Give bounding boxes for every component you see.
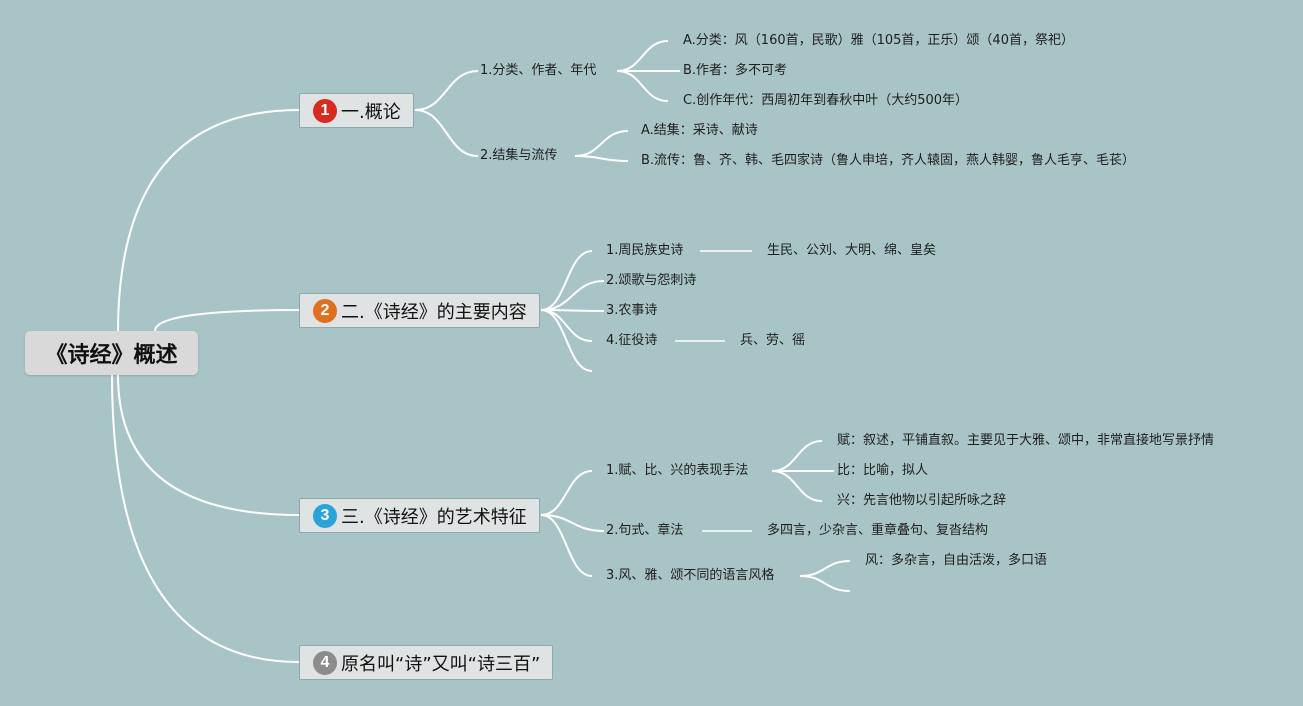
root-topic[interactable]: 《诗经》概述 bbox=[25, 331, 198, 375]
leaf-epic-poems[interactable]: 生民、公刘、大明、绵、皇矣 bbox=[767, 243, 937, 258]
connector-line bbox=[414, 70, 479, 111]
connector-line bbox=[616, 40, 669, 72]
branch-label: 三.《诗经》的艺术特征 bbox=[341, 506, 527, 528]
connector-line bbox=[414, 109, 479, 157]
subtopic-fu-bi-xing[interactable]: 1.赋、比、兴的表现手法 bbox=[606, 463, 749, 478]
connector-line bbox=[771, 470, 823, 502]
leaf-transmission[interactable]: B.流传：鲁、齐、韩、毛四家诗（鲁人申培，齐人辕固，燕人韩婴，鲁人毛亨、毛苌） bbox=[641, 153, 1136, 168]
leaf-compilation[interactable]: A.结集：采诗、献诗 bbox=[641, 123, 758, 138]
leaf-xing[interactable]: 兴：先言他物以引起所咏之辞 bbox=[837, 493, 1007, 508]
subtopic-farming-poems[interactable]: 3.农事诗 bbox=[606, 303, 658, 318]
connector-line bbox=[540, 514, 605, 532]
leaf-author[interactable]: B.作者：多不可考 bbox=[683, 63, 788, 78]
number-1-icon: 1 bbox=[313, 98, 337, 123]
branch-label: 一.概论 bbox=[341, 101, 401, 123]
leaf-feng-style[interactable]: 风：多杂言，自由活泼，多口语 bbox=[865, 553, 1048, 568]
leaf-creation-era[interactable]: C.创作年代：西周初年到春秋中叶（大约500年） bbox=[683, 93, 969, 108]
branch-3-artistic-features[interactable]: 3 三.《诗经》的艺术特征 bbox=[299, 498, 540, 533]
branch-2-main-content[interactable]: 2 二.《诗经》的主要内容 bbox=[299, 293, 540, 328]
subtopic-sentence-structure[interactable]: 2.句式、章法 bbox=[606, 523, 684, 538]
trunk-to-branch-1 bbox=[117, 109, 300, 334]
branch-4-original-name[interactable]: 4 原名叫“诗”又叫“诗三百” bbox=[299, 645, 554, 680]
subtopic-compilation-transmission[interactable]: 2.结集与流传 bbox=[480, 148, 558, 163]
subtopic-hymns-satire[interactable]: 2.颂歌与怨刺诗 bbox=[606, 273, 697, 288]
branch-1-overview[interactable]: 1 一.概论 bbox=[299, 93, 414, 128]
leaf-service-types[interactable]: 兵、劳、徭 bbox=[740, 333, 806, 348]
trunk-to-branch-4 bbox=[111, 374, 300, 663]
number-2-icon: 2 bbox=[313, 298, 337, 323]
leaf-bi[interactable]: 比：比喻，拟人 bbox=[837, 463, 929, 478]
connector-line bbox=[540, 470, 593, 516]
connector-line bbox=[540, 309, 593, 342]
number-3-icon: 3 bbox=[313, 503, 337, 528]
connector-line bbox=[540, 514, 593, 577]
connector-line bbox=[799, 575, 851, 592]
subtopic-language-styles[interactable]: 3.风、雅、颂不同的语言风格 bbox=[606, 568, 775, 583]
branch-label: 二.《诗经》的主要内容 bbox=[341, 301, 527, 323]
connector-line bbox=[540, 250, 593, 311]
connector-line bbox=[574, 155, 629, 162]
trunk-to-branch-3 bbox=[117, 374, 300, 516]
trunk-to-branch-2 bbox=[154, 309, 300, 332]
subtopic-classification-author-era[interactable]: 1.分类、作者、年代 bbox=[480, 63, 597, 78]
branch-label: 原名叫“诗”又叫“诗三百” bbox=[341, 653, 541, 675]
connector-line bbox=[540, 309, 593, 372]
number-4-icon: 4 bbox=[313, 650, 337, 675]
subtopic-zhou-epic[interactable]: 1.周民族史诗 bbox=[606, 243, 684, 258]
connector-line bbox=[616, 70, 669, 102]
connector-line bbox=[799, 560, 851, 577]
subtopic-service-poems[interactable]: 4.征役诗 bbox=[606, 333, 658, 348]
leaf-fu[interactable]: 赋：叙述，平铺直叙。主要见于大雅、颂中，非常直接地写景抒情 bbox=[837, 433, 1215, 448]
leaf-classification[interactable]: A.分类：风（160首，民歌）雅（105首，正乐）颂（40首，祭祀） bbox=[683, 33, 1074, 48]
connector-line bbox=[574, 130, 629, 157]
leaf-structure-detail[interactable]: 多四言，少杂言、重章叠句、复沓结构 bbox=[767, 523, 989, 538]
connector-line bbox=[771, 440, 823, 472]
